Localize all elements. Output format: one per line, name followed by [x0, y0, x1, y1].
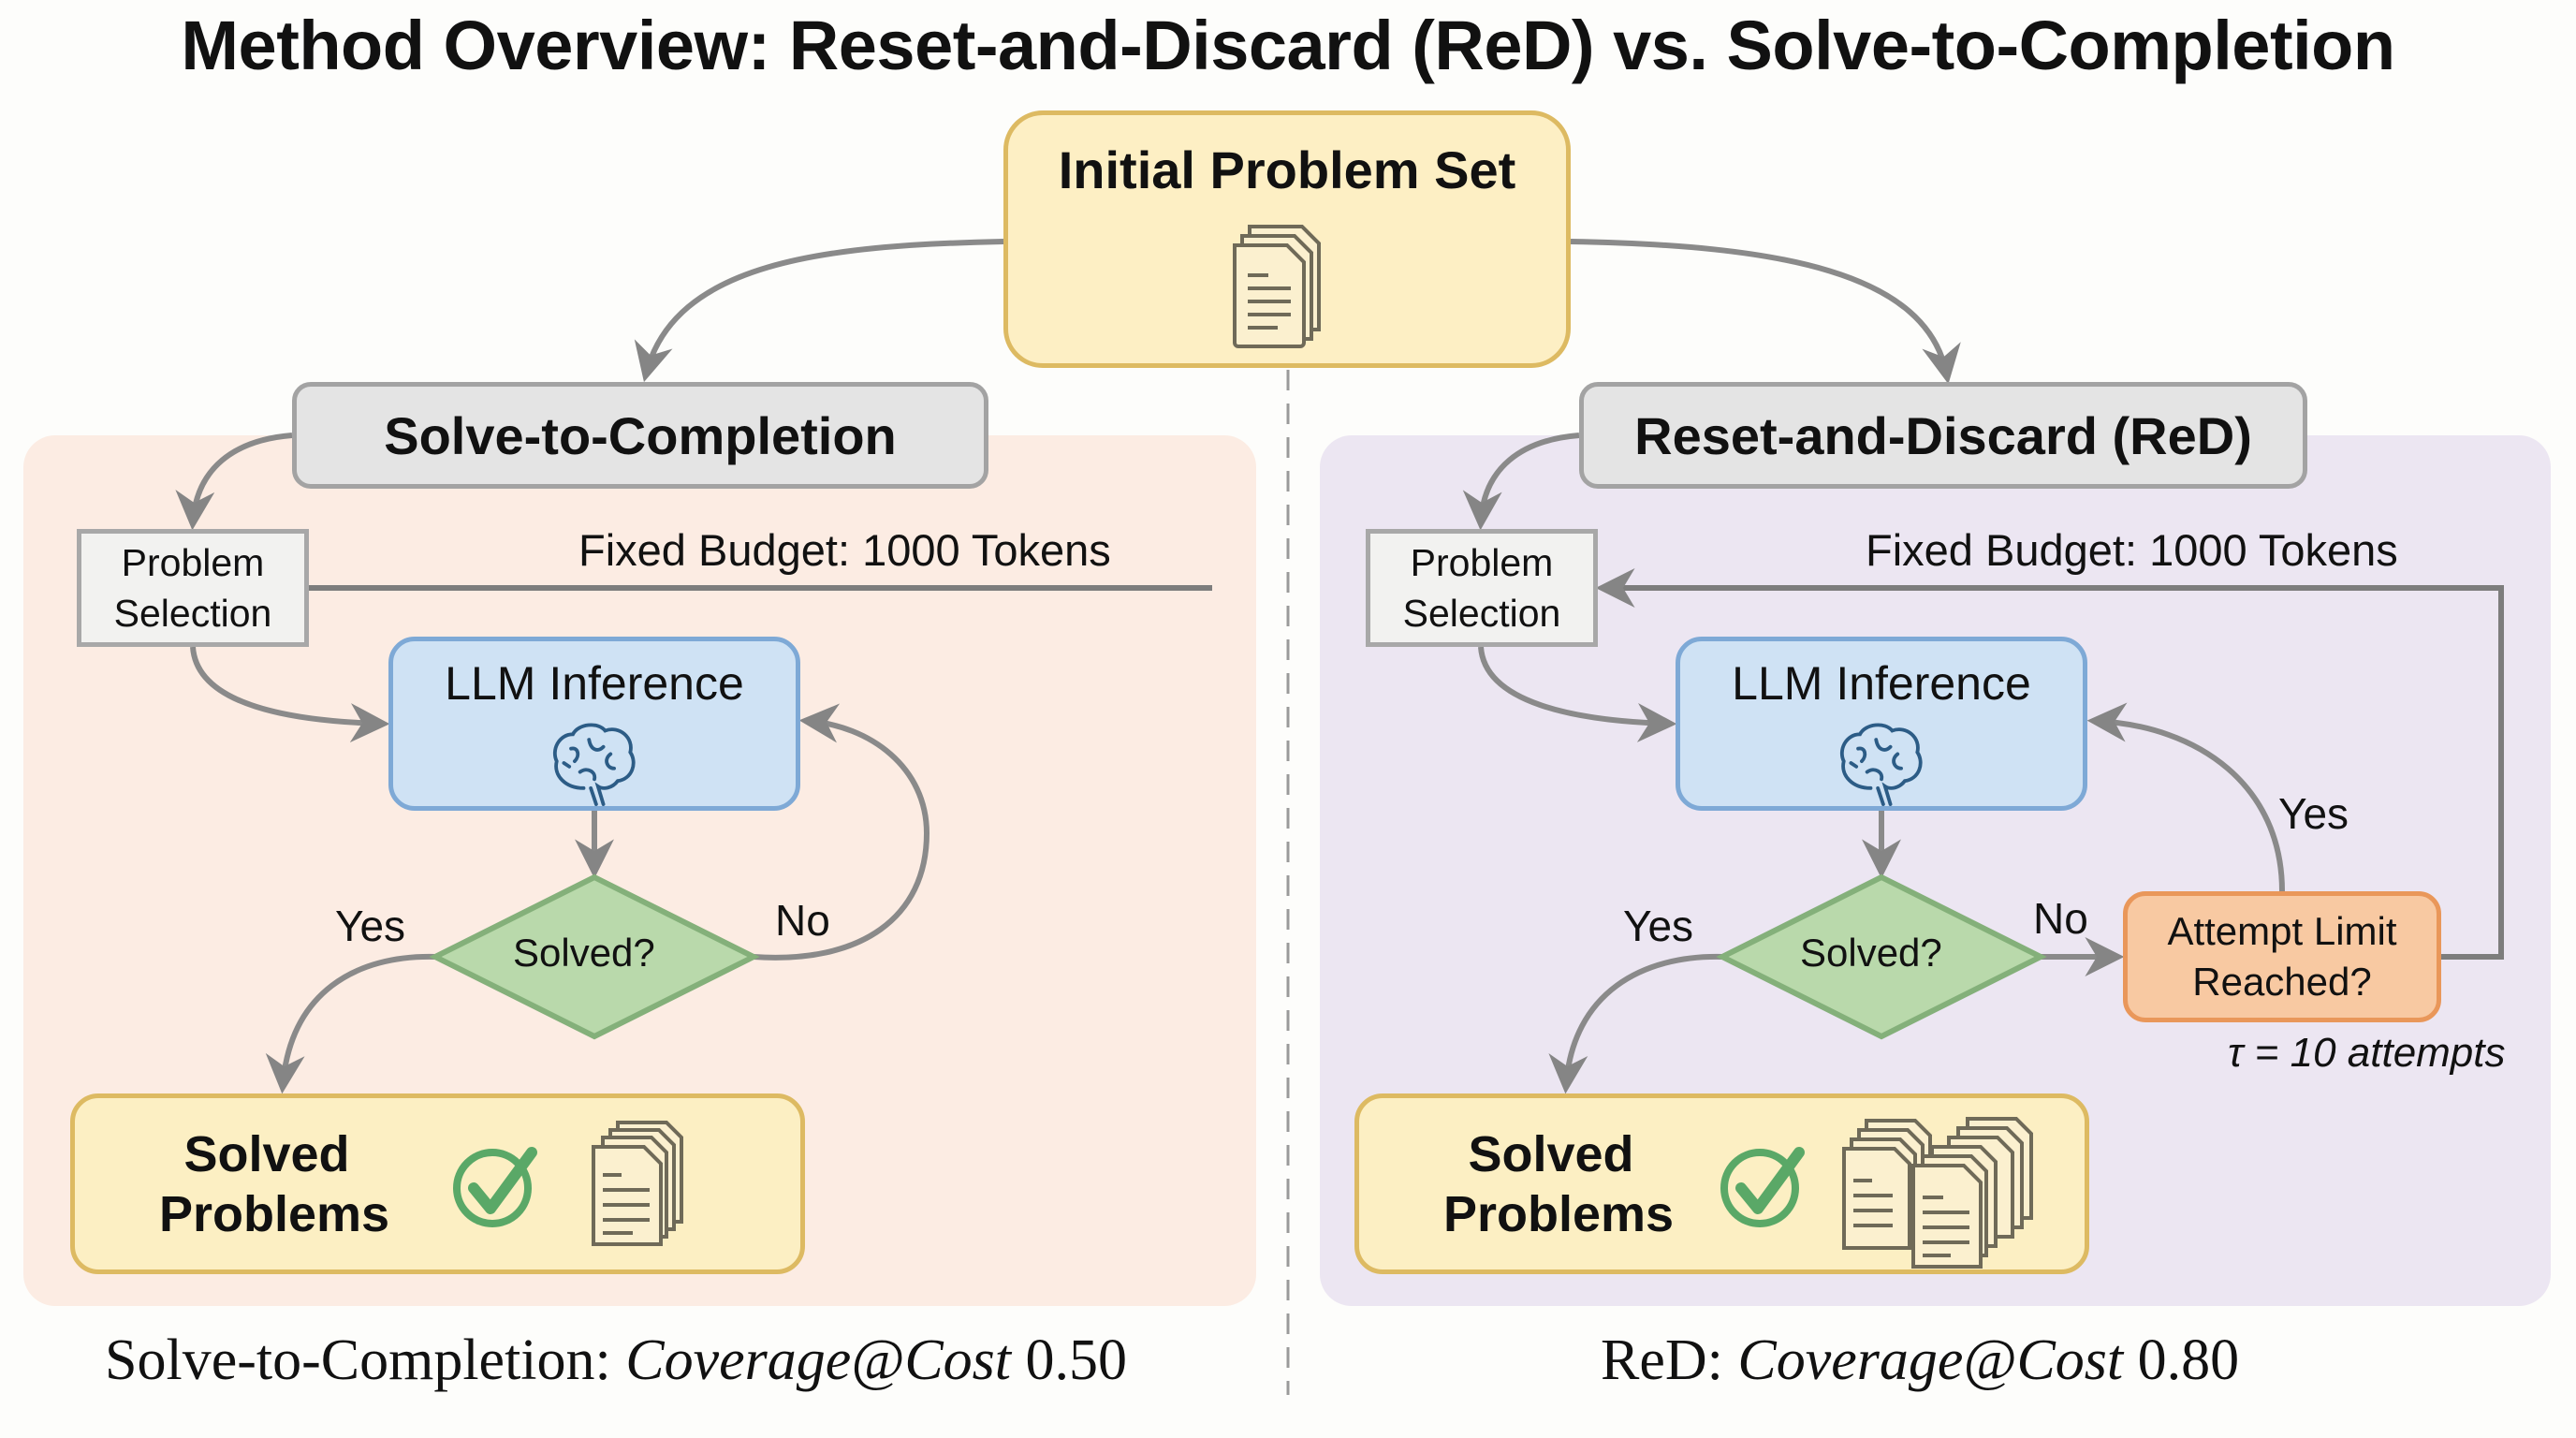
- llm-inference-label: LLM Inference: [445, 657, 744, 710]
- arrow-yes-to-solved-right: [1548, 953, 1723, 1094]
- llm-inference-label: LLM Inference: [1732, 657, 2031, 710]
- budget-label-left: Fixed Budget: 1000 Tokens: [578, 525, 1111, 575]
- no-label-left: No: [775, 896, 830, 945]
- llm-inference-right: LLM Inference: [1676, 637, 2087, 811]
- attempt-yes-label: Yes: [2278, 789, 2349, 838]
- arrow-initial-to-right: [1570, 239, 1961, 385]
- tau-note: τ = 10 attempts: [2228, 1030, 2506, 1076]
- check-circle-icon: [453, 1147, 537, 1227]
- document-stack-icon: [592, 1121, 683, 1246]
- arrow-initial-to-left: [634, 239, 1004, 383]
- solve-to-completion-header: Solve-to-Completion: [292, 382, 988, 489]
- decision-label-right: Solved?: [1800, 931, 1942, 975]
- attempt-label-line1: Attempt Limit: [2167, 909, 2397, 953]
- caption-metric: Coverage@Cost: [625, 1328, 1012, 1392]
- yes-label-right: Yes: [1623, 902, 1694, 950]
- selection-label-line2: Selection: [1402, 592, 1561, 635]
- arrow-yes-to-solved-left: [265, 953, 436, 1094]
- selection-label-line1: Problem: [1410, 541, 1554, 584]
- caption-metric: Coverage@Cost: [1737, 1328, 2124, 1392]
- decision-label-left: Solved?: [513, 931, 655, 975]
- arrow-selection-to-llm-left: [190, 646, 390, 743]
- brain-icon: [1839, 723, 1923, 806]
- caption-value: 0.80: [2123, 1328, 2240, 1392]
- document-stack-icon: [1233, 225, 1321, 348]
- attempt-label-line2: Reached?: [2192, 960, 2372, 1004]
- selection-label-line2: Selection: [113, 592, 272, 635]
- arrow-method-to-selection-right: [1462, 433, 1580, 531]
- brain-icon: [552, 723, 636, 806]
- llm-inference-left: LLM Inference: [388, 637, 800, 811]
- arrow-selection-to-llm-right: [1478, 646, 1677, 743]
- arrow-method-to-selection-left: [175, 433, 293, 531]
- selection-label-line1: Problem: [121, 541, 265, 584]
- caption-value: 0.50: [1011, 1328, 1128, 1392]
- arrow-no-loop-left: [753, 703, 930, 961]
- check-circle-icon: [1720, 1147, 1805, 1227]
- no-label-right: No: [2033, 894, 2088, 943]
- caption-left: Solve-to-Completion: Coverage@Cost 0.50: [105, 1328, 1127, 1394]
- solved-decision-right: [1716, 873, 2047, 1040]
- diagram-title: Method Overview: Reset-and-Discard (ReD)…: [181, 7, 2395, 84]
- budget-loop-right: [1595, 568, 2504, 960]
- large-document-stack-icon: [1842, 1117, 2033, 1269]
- red-header: Reset-and-Discard (ReD): [1579, 382, 2307, 489]
- caption-prefix: Solve-to-Completion:: [105, 1328, 626, 1392]
- solved-decision-left: [429, 873, 760, 1040]
- initial-problem-set-box: Initial Problem Set: [1003, 110, 1571, 368]
- initial-problem-set-label: Initial Problem Set: [1058, 140, 1516, 199]
- caption-right: ReD: Coverage@Cost 0.80: [1601, 1328, 2239, 1394]
- yes-label-left: Yes: [335, 902, 406, 950]
- budget-label-right: Fixed Budget: 1000 Tokens: [1866, 525, 2398, 575]
- arrow-attempt-yes-to-llm: [2086, 702, 2285, 892]
- caption-prefix: ReD:: [1601, 1328, 1738, 1392]
